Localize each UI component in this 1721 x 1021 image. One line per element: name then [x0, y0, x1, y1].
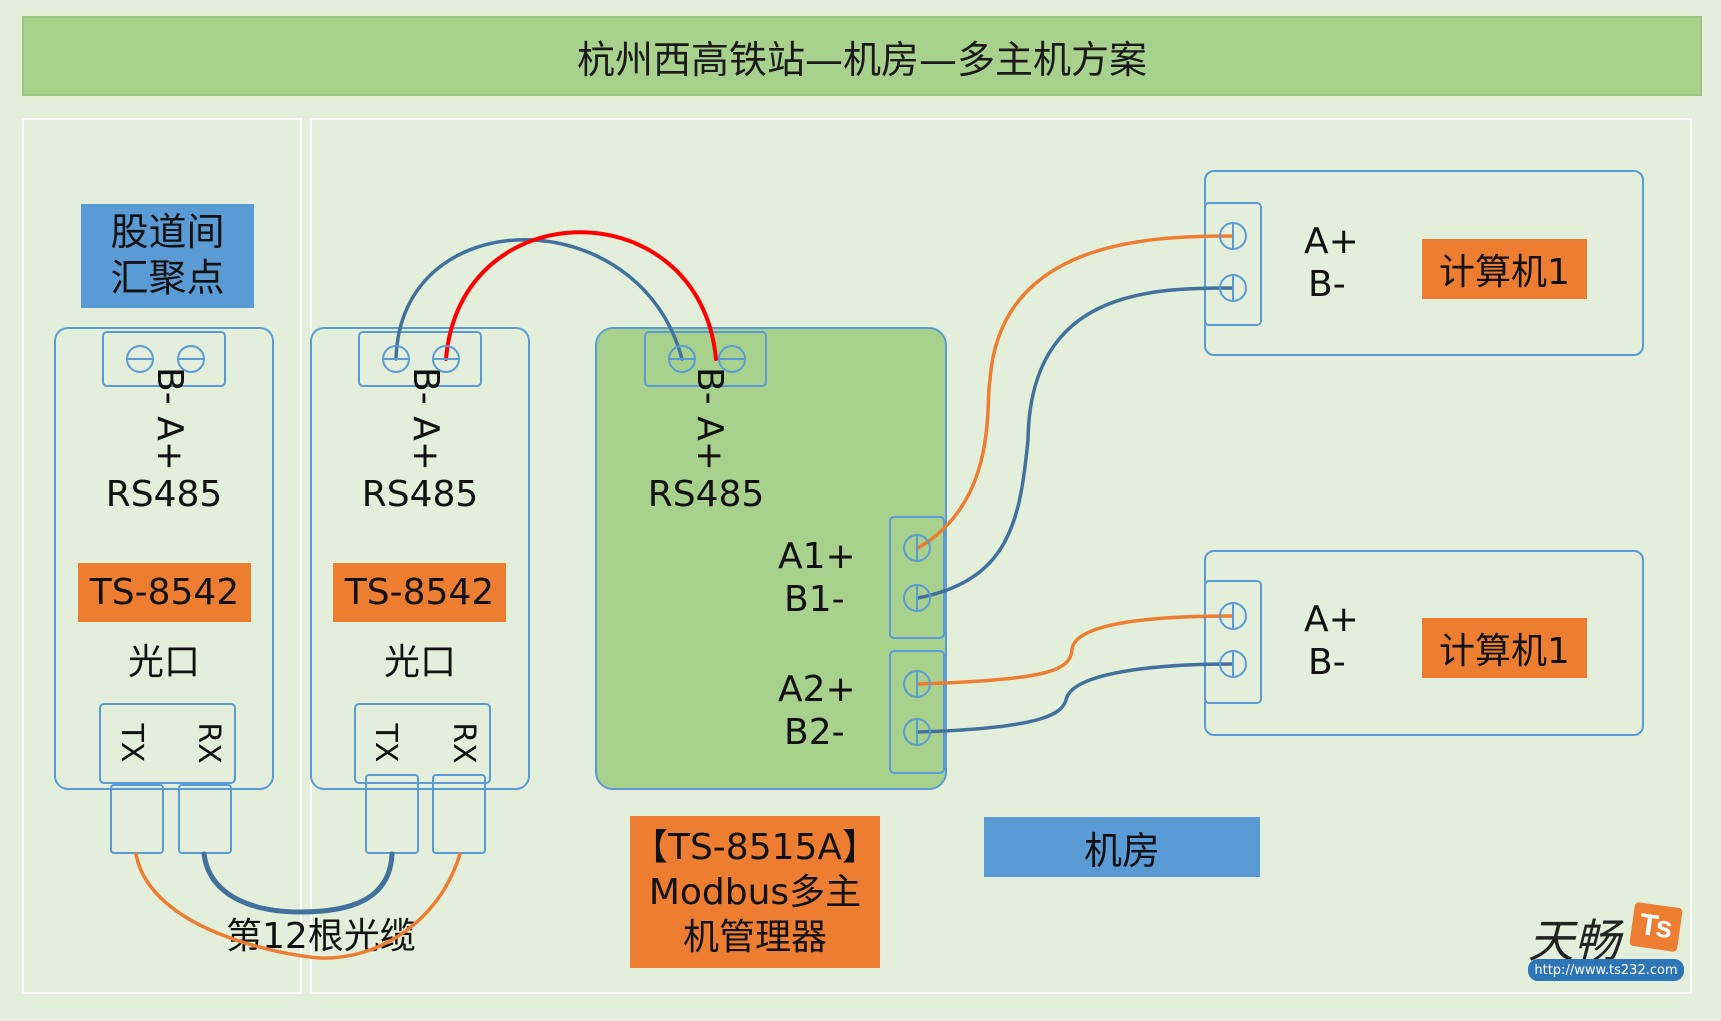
section-panel-track [22, 118, 302, 994]
screw-icon [382, 345, 410, 373]
manager-tag-line3: 机管理器 [682, 916, 827, 958]
manager-tag-line2: Modbus多主 [648, 871, 862, 913]
junction-point-text: 股道间汇聚点 [110, 210, 225, 300]
logo-url: http://www.ts232.com [1528, 959, 1684, 981]
computer-a-label-1: A+ [1304, 221, 1359, 262]
screw-icon [1219, 274, 1247, 302]
screw-icon [903, 534, 931, 562]
fiber-rx-tx-crossover [201, 851, 395, 915]
optical-port-label-2: 光口 [383, 642, 456, 683]
wire-a-converter-to-manager [444, 230, 718, 361]
wire-a1-to-computer1 [916, 234, 1234, 550]
computer-name-tag-1: 计算机1 [1422, 239, 1587, 299]
computer-a-label-2: A+ [1304, 599, 1359, 640]
manager-model-tag: 【TS-8515A】 Modbus多主 机管理器 [630, 816, 880, 968]
computer-b-label-1: B- [1308, 264, 1346, 306]
rs485-label-2: RS485 [361, 474, 479, 515]
computer-name-tag-2: 计算机1 [1422, 618, 1587, 678]
manager-port1-terminal [889, 516, 945, 639]
screw-icon [1219, 650, 1247, 678]
port1-b-label: B1- [784, 579, 845, 621]
terminal-block-2 [358, 331, 482, 387]
terminal-block-1 [102, 331, 226, 387]
fiber-port-box-2 [354, 703, 491, 784]
optical-port-label-1: 光口 [127, 642, 200, 683]
port1-a-label: A1+ [778, 536, 856, 577]
manager-rs485-label: RS485 [647, 474, 765, 515]
screw-icon [903, 670, 931, 698]
rs485-label-1: RS485 [105, 474, 223, 515]
screw-icon [177, 345, 205, 373]
computer-terminal-1 [1204, 202, 1262, 326]
wire-b1-to-computer1 [916, 286, 1234, 600]
port2-b-label: B2- [784, 712, 845, 754]
manager-port2-terminal [889, 650, 945, 774]
port2-a-label: A2+ [778, 669, 856, 710]
modbus-manager-device [595, 327, 947, 790]
screw-icon [432, 345, 460, 373]
fiber-port-box-1 [99, 703, 236, 784]
wire-b2-to-computer2 [916, 662, 1234, 734]
computer-b-label-2: B- [1308, 642, 1346, 684]
fiber-cable-label: 第12根光缆 [226, 916, 416, 957]
diagram-title: 杭州西高铁站—机房—多主机方案 [22, 16, 1702, 96]
manager-rs485-terminal [644, 331, 767, 387]
fiber-tx-rx-crossover [134, 852, 462, 960]
screw-icon [1219, 602, 1247, 630]
wire-b-converter-to-manager [394, 238, 684, 361]
port2-labels: A2+ B2- [778, 668, 856, 754]
converter-device-2 [310, 327, 530, 790]
converter-device-1 [54, 327, 274, 790]
computer-ab-labels-2: A+ B- [1304, 598, 1359, 684]
screw-icon [903, 584, 931, 612]
model-tag-1: TS-8542 [78, 563, 251, 622]
wire-a2-to-computer2 [916, 614, 1234, 686]
screw-icon [718, 345, 746, 373]
screw-icon [668, 345, 696, 373]
computer-ab-labels-1: A+ B- [1304, 220, 1359, 306]
computer-terminal-2 [1204, 580, 1262, 704]
screw-icon [1219, 222, 1247, 250]
model-tag-2: TS-8542 [333, 563, 506, 622]
ts-logo: 天畅 Ts http://www.ts232.com [1528, 901, 1688, 987]
machine-room-label: 机房 [984, 817, 1260, 877]
manager-tag-line1: 【TS-8515A】 [631, 826, 879, 868]
port1-labels: A1+ B1- [778, 535, 856, 621]
screw-icon [903, 718, 931, 746]
screw-icon [126, 345, 154, 373]
logo-ts-badge: Ts [1629, 901, 1683, 953]
junction-point-label: 股道间汇聚点 [81, 204, 254, 308]
